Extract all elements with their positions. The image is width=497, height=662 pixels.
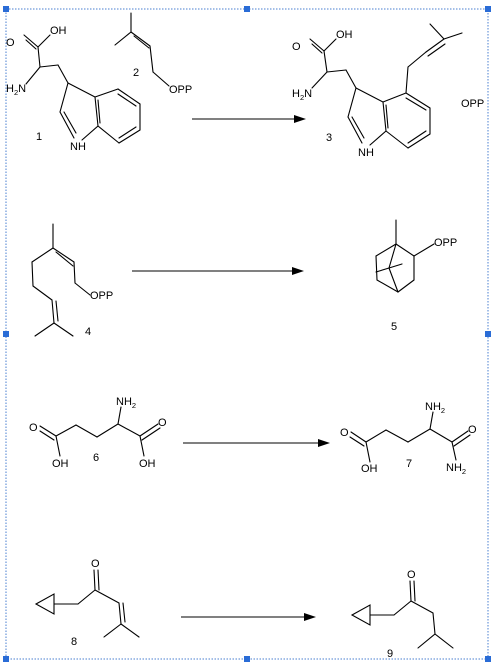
atom-label: H2N — [6, 83, 26, 97]
molecule-6-glutamate: NH2 O OH O OH 6 — [29, 396, 167, 470]
compound-number-7: 7 — [406, 458, 412, 470]
reaction-arrow-3 — [183, 439, 330, 447]
compound-number-2: 2 — [133, 67, 139, 79]
reaction-4: O 8 O 9 — [34, 558, 454, 660]
atom-label: NH — [358, 147, 374, 159]
atom-label: OPP — [434, 237, 457, 249]
molecule-8-enone: O 8 — [34, 558, 140, 648]
molecule-5-bornyl-diphosphate: OPP 5 — [375, 219, 457, 333]
selection-handle-bottom-left[interactable] — [3, 656, 9, 662]
molecule-4-gpp: OPP 4 — [31, 223, 113, 338]
selection-handle-top-right[interactable] — [485, 6, 491, 12]
reaction-arrow-2 — [132, 267, 304, 275]
reaction-1: O OH H2N NH 1 OPP 2 — [6, 12, 484, 159]
compound-number-8: 8 — [71, 636, 77, 648]
reaction-3: NH2 O OH O OH 6 NH2 O OH — [29, 396, 477, 476]
atom-label: O — [158, 417, 167, 429]
atom-label: NH2 — [425, 401, 445, 415]
reaction-arrow-4 — [181, 613, 316, 621]
compound-number-5: 5 — [391, 321, 397, 333]
selection-handle-bottom-right[interactable] — [485, 656, 491, 662]
atom-label: O — [468, 424, 477, 436]
atom-label: O — [29, 422, 38, 434]
atom-label: NH2 — [446, 462, 466, 476]
compound-number-1: 1 — [36, 131, 42, 143]
selection-handle-top-left[interactable] — [3, 6, 9, 12]
compound-number-6: 6 — [93, 452, 99, 464]
selection-handle-bottom-mid[interactable] — [244, 656, 250, 662]
atom-label: OPP — [169, 84, 192, 96]
reaction-arrow-1 — [192, 115, 306, 123]
molecule-1-tryptophan: O OH H2N NH 1 — [6, 25, 141, 153]
selection-handle-top-mid[interactable] — [244, 6, 250, 12]
selection-frame[interactable] — [3, 6, 491, 662]
compound-number-4: 4 — [85, 326, 91, 338]
reaction-2: OPP 4 OPP 5 — [31, 219, 457, 338]
atom-label: OH — [50, 25, 67, 37]
atom-label: OH — [52, 458, 69, 470]
compound-number-3: 3 — [326, 132, 332, 144]
atom-label: OH — [361, 463, 378, 475]
atom-label: OPP — [90, 290, 113, 302]
atom-label: NH — [70, 141, 86, 153]
atom-label: O — [91, 558, 100, 570]
molecule-7-glutamine: NH2 O OH O NH2 7 — [340, 401, 477, 476]
atom-label: O — [292, 41, 301, 53]
molecule-9-ketone: O 9 — [350, 569, 454, 660]
molecule-2-dmapp: OPP 2 — [114, 12, 192, 96]
selection-handle-mid-left[interactable] — [3, 331, 9, 337]
atom-label: OH — [139, 458, 156, 470]
atom-label: O — [407, 569, 416, 581]
atom-label: O — [6, 37, 15, 49]
byproduct-label: OPP — [461, 98, 484, 110]
atom-label: OH — [336, 29, 353, 41]
atom-label: NH2 — [116, 396, 136, 410]
atom-label: O — [340, 427, 349, 439]
selection-handle-mid-right[interactable] — [485, 331, 491, 337]
compound-number-9: 9 — [387, 648, 393, 660]
molecule-3-prenyltryptophan: O OH H2N NH 3 OPP — [292, 23, 484, 159]
atom-label: H2N — [292, 88, 312, 102]
